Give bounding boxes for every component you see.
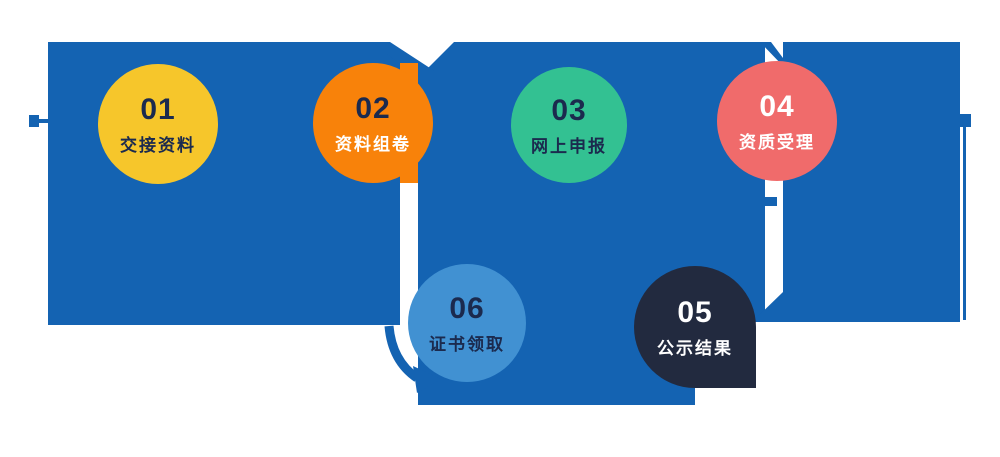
step-label: 证书领取 <box>429 334 505 354</box>
step-circle-04: 04 资质受理 <box>717 61 837 181</box>
left-accent-line <box>39 119 48 123</box>
step-number: 04 <box>759 89 795 123</box>
gap-bottom-fold-icon <box>752 292 783 322</box>
step-circle-03: 03 网上申报 <box>511 67 627 183</box>
step-label: 资料组卷 <box>335 134 411 154</box>
step-number: 06 <box>449 291 485 325</box>
step-label: 公示结果 <box>657 338 733 358</box>
ribbon-connector-icon <box>372 42 436 80</box>
step-circle-02: 02 资料组卷 <box>313 63 433 183</box>
step-number: 01 <box>140 92 176 126</box>
left-accent-square <box>29 115 39 127</box>
step-number: 03 <box>551 93 587 127</box>
step-label: 网上申报 <box>531 136 607 156</box>
step-label: 交接资料 <box>120 135 196 155</box>
step-number: 05 <box>677 295 713 329</box>
gap-dash <box>763 197 777 206</box>
step-circle-06: 06 证书领取 <box>408 264 526 382</box>
step-number: 02 <box>355 91 391 125</box>
step-circle-01: 01 交接资料 <box>98 64 218 184</box>
right-accent-line <box>963 127 966 320</box>
step-label: 资质受理 <box>739 132 815 152</box>
right-accent-square <box>960 114 971 127</box>
curved-arrowhead-icon <box>413 366 441 393</box>
step-circle-05: 05 公示结果 <box>634 266 756 388</box>
curved-arrow-icon <box>384 325 420 382</box>
gap-top-fold-icon <box>760 42 783 66</box>
